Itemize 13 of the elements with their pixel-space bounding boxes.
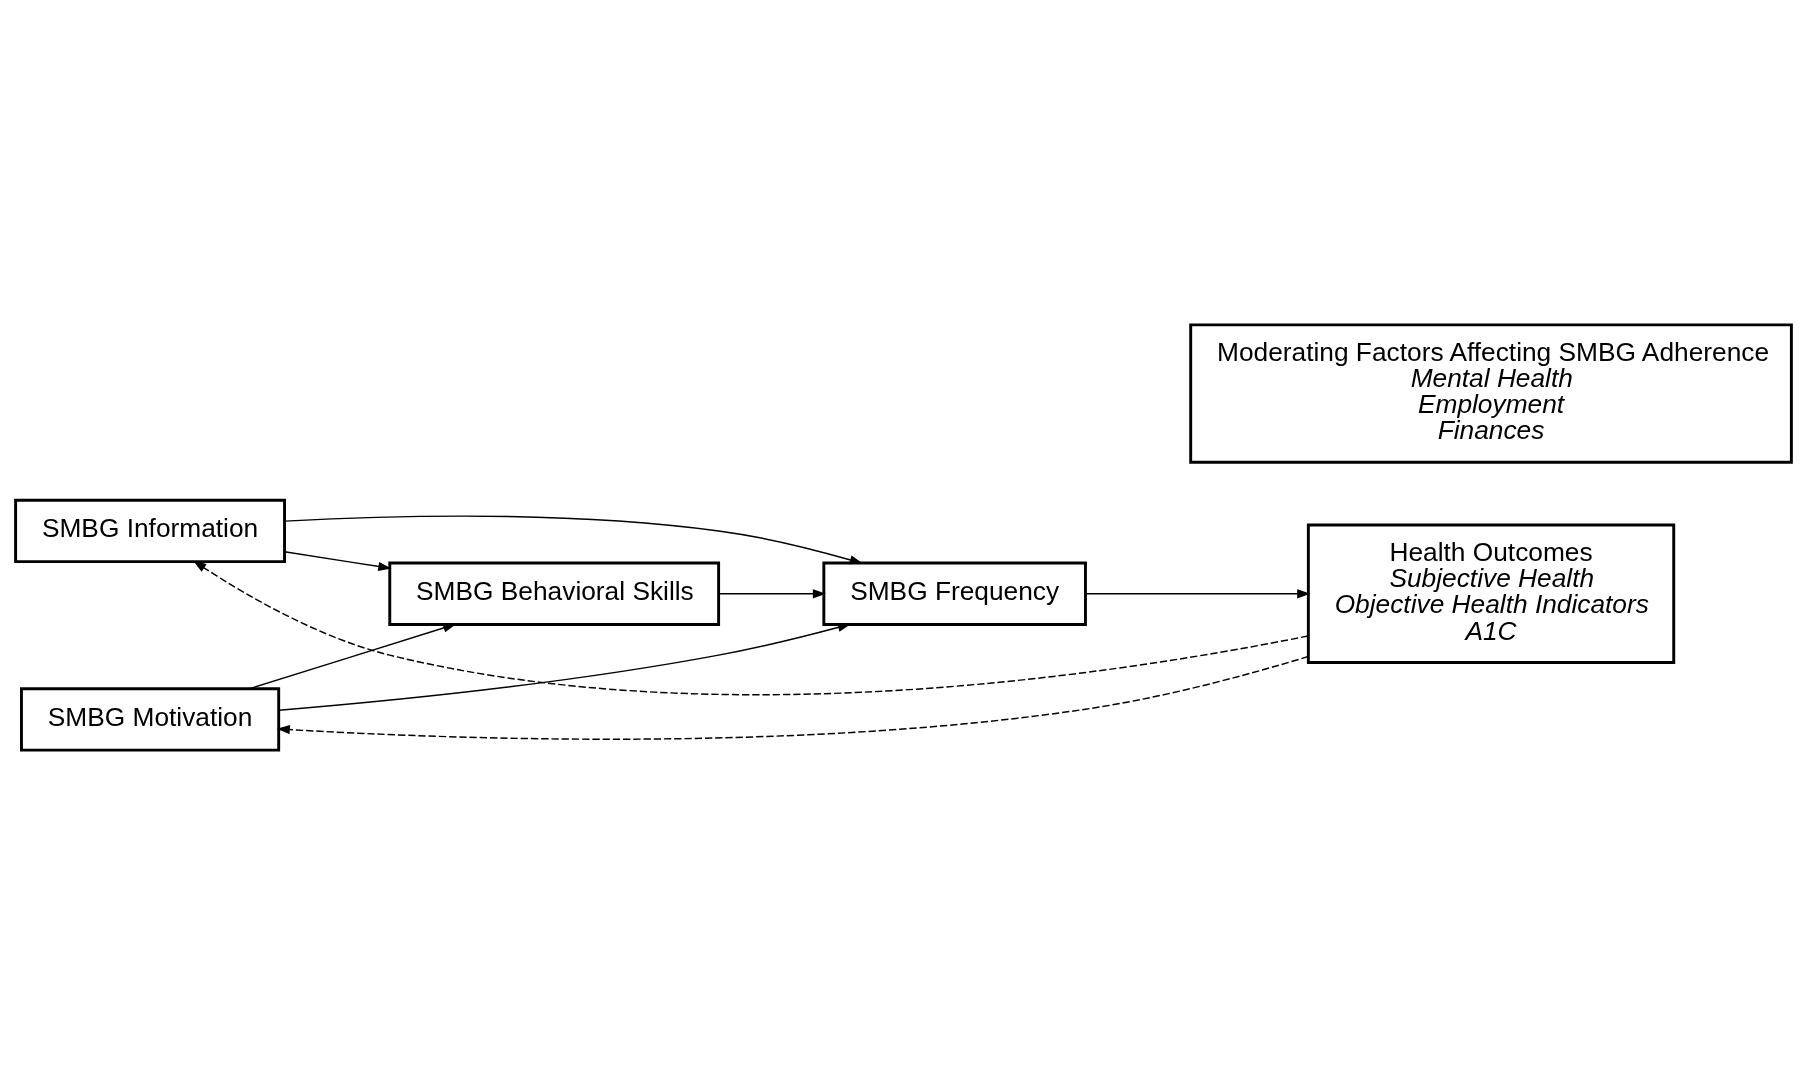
arrow	[284, 515, 863, 564]
arrow	[248, 623, 457, 689]
arrow	[276, 655, 1309, 740]
node-box: SMBG Frequency	[822, 561, 1087, 626]
node-box: SMBG Motivation	[20, 686, 281, 752]
node-box: Moderating Factors Affecting SMBG Adherence Mental Health Employment Finances	[1189, 322, 1793, 464]
arrow	[193, 560, 1309, 695]
node-box: SMBG Behavioral Skills	[388, 561, 721, 626]
arrow	[283, 550, 392, 571]
node-box: SMBG Information	[14, 498, 286, 563]
arrow	[718, 588, 826, 598]
node-box: Health Outcomes Subjective Health Objective Health Indicators A1C	[1306, 523, 1676, 664]
arrow	[1085, 588, 1311, 598]
